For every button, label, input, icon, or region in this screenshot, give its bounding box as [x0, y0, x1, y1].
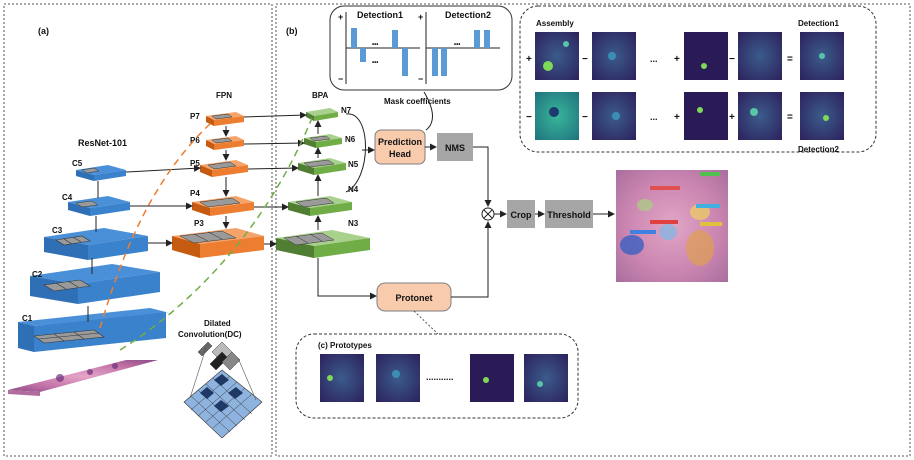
orange-dashed-curve	[99, 121, 213, 329]
panel-a-frame	[3, 3, 273, 457]
p6-layer	[206, 136, 244, 150]
det1-title: Detection1	[357, 10, 403, 20]
nms-label: NMS	[445, 143, 465, 153]
det1-minus: −	[338, 74, 343, 84]
row2-op-5: +	[729, 112, 735, 123]
panel-b-label: (b)	[286, 26, 298, 36]
panel-b-frame	[275, 3, 911, 457]
bpa-bracket	[345, 113, 366, 193]
output-segmented-image	[616, 170, 728, 282]
green-dashed-curve	[119, 117, 313, 351]
n5-label: N5	[348, 160, 359, 169]
row1-op-5: −	[729, 54, 735, 65]
input-tissue-image	[8, 360, 158, 396]
prototypes-ellipsis: ...........	[426, 372, 454, 382]
c1-grid	[33, 329, 105, 344]
n3-to-protonet-arrow	[317, 258, 377, 300]
n7-label: N7	[341, 106, 352, 115]
prediction-head-label-1: Prediction	[378, 137, 422, 147]
n3-label: N3	[348, 219, 359, 228]
det2-plus: +	[418, 12, 423, 22]
row2-op-3: ...	[650, 112, 658, 122]
p7-label: P7	[190, 112, 200, 121]
nms-block	[437, 133, 473, 161]
row1-op-1: +	[526, 54, 532, 65]
backbone-links	[87, 181, 99, 322]
n6-label: N6	[345, 135, 356, 144]
row2-op-2: −	[582, 112, 588, 123]
c3-label: C3	[52, 226, 63, 235]
n5-layer	[298, 158, 346, 175]
c5-layer	[76, 165, 126, 181]
assembly-title: Assembly	[536, 19, 574, 28]
n4-label: N4	[348, 185, 359, 194]
dilated-conv-grid	[183, 347, 263, 439]
panel-a-label: (a)	[38, 26, 49, 36]
row1-op-6: =	[787, 54, 793, 65]
protonet-to-prototypes-link	[413, 310, 439, 335]
crop-label: Crop	[511, 210, 532, 220]
mask-coefficients-box	[329, 5, 513, 91]
det2-minus: −	[418, 74, 423, 84]
n4-layer	[288, 196, 352, 216]
c4-layer	[68, 196, 130, 216]
p4-layer	[192, 196, 254, 216]
n3-layer	[276, 230, 370, 258]
c3-grid	[55, 235, 91, 246]
det1-ellipsis-top: •••	[372, 42, 378, 48]
row2-op-1: −	[526, 112, 532, 123]
dilated-label-1: Dilated	[204, 319, 231, 328]
prediction-head-label-2: Head	[389, 149, 411, 159]
assembly-detection2: Detection2	[798, 145, 839, 154]
threshold-label: Threshold	[547, 210, 591, 220]
c4-label: C4	[62, 193, 73, 202]
row1-op-3: ...	[650, 54, 658, 64]
p7-layer	[206, 112, 244, 126]
p-to-n-links	[243, 111, 307, 248]
p6-label: P6	[190, 136, 200, 145]
protonet-label: Protonet	[396, 293, 433, 303]
p5-label: P5	[190, 159, 200, 168]
bpa-title: BPA	[312, 91, 329, 100]
assembly-row1	[535, 32, 844, 80]
fpn-title: FPN	[216, 91, 232, 100]
det2-title: Detection2	[445, 10, 491, 20]
assembly-detection1: Detection1	[798, 19, 839, 28]
p3-layer	[172, 228, 264, 258]
dilated-conv-kernel	[197, 341, 241, 371]
c5-label: C5	[72, 159, 83, 168]
nms-to-mult-arrow	[473, 146, 492, 207]
n6-layer	[304, 134, 342, 148]
detection2-coefficients: + − Detection2 •••	[418, 10, 500, 84]
c2-label: C2	[32, 270, 43, 279]
row2-op-6: =	[787, 112, 793, 123]
row1-op-4: +	[674, 54, 680, 65]
det1-ellipsis-bottom: •••	[372, 60, 378, 66]
p4-label: P4	[190, 189, 200, 198]
p5-layer	[200, 160, 248, 177]
prototypes-title: (c) Prototypes	[318, 341, 372, 350]
c-to-p-links	[125, 164, 201, 247]
detection1-coefficients: + − Detection1 ••• •••	[338, 10, 420, 84]
crop-block	[507, 200, 535, 228]
backbone-title: ResNet-101	[78, 138, 127, 148]
prototype-images	[320, 354, 568, 402]
dilated-label-2: Convolution(DC)	[178, 330, 242, 339]
det2-ellipsis: •••	[454, 42, 460, 48]
row1-op-2: −	[582, 54, 588, 65]
p3-label: P3	[194, 219, 204, 228]
multiply-node	[481, 207, 495, 221]
det1-plus: +	[338, 12, 343, 22]
head-to-coeff-link	[423, 91, 433, 131]
assembly-row2	[535, 92, 844, 140]
protonet-to-mult-arrow	[451, 221, 492, 298]
c1-label: C1	[22, 314, 33, 323]
mask-coefficients-caption: Mask coefficients	[384, 97, 451, 106]
c1-layer	[18, 308, 170, 352]
row2-op-4: +	[674, 112, 680, 123]
threshold-block	[545, 200, 593, 228]
c2-grid	[43, 279, 91, 292]
